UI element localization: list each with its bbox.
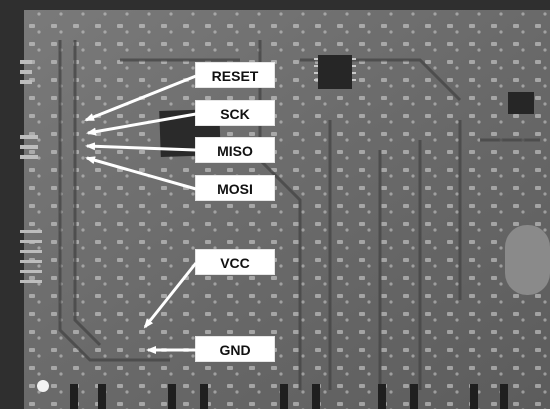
label-reset: RESET: [195, 62, 275, 88]
label-miso: MISO: [195, 137, 275, 163]
label-gnd: GND: [195, 336, 275, 362]
label-vcc: VCC: [195, 249, 275, 275]
label-sck: SCK: [195, 100, 275, 126]
label-mosi: MOSI: [195, 175, 275, 201]
